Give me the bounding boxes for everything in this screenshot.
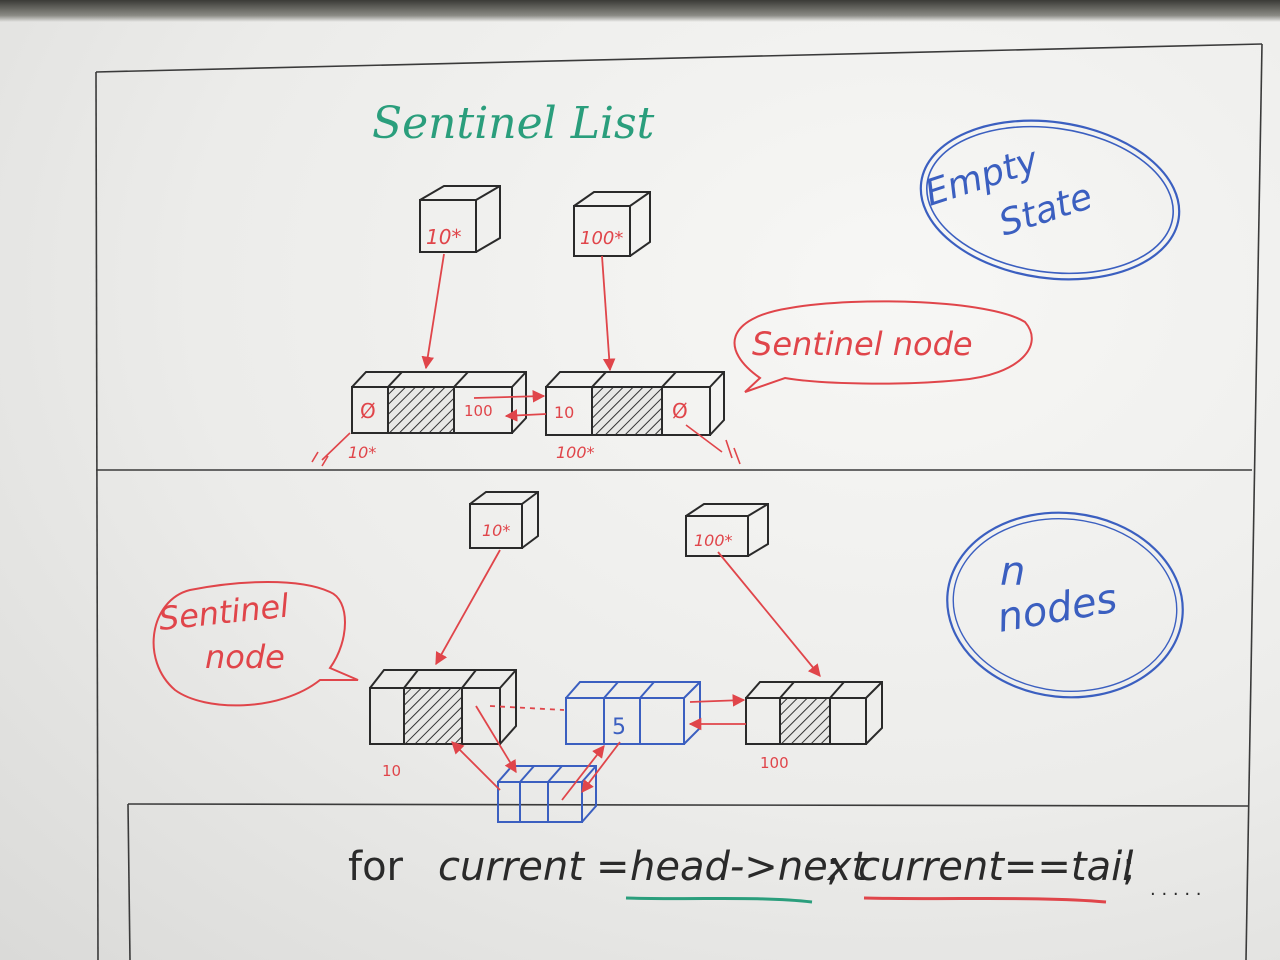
- bottom-tail-pointer-arrow: [717, 551, 821, 677]
- condition-underline: [863, 896, 1107, 904]
- top-head-pointer-arrow: [421, 253, 445, 370]
- new-to-middle-arrow: [561, 745, 605, 801]
- top-tail-sentinel-node: 10 Ø 100*: [545, 371, 741, 465]
- head-to-new-arrow: [475, 705, 517, 774]
- bottom-tail-pointer-value: 100*: [694, 531, 733, 550]
- head-next-underline: [625, 896, 813, 904]
- top-tail-pointer-arrow: [601, 255, 616, 372]
- code-current: current: [438, 844, 585, 890]
- code-dots: · · · · ·: [1150, 884, 1202, 905]
- bottom-head-pointer-arrow: [435, 549, 501, 666]
- inserted-node: [497, 765, 597, 823]
- code-head-next: head->next: [630, 844, 868, 890]
- divider-line-2: [127, 803, 1249, 807]
- top-tail-prev-value: 10: [554, 403, 574, 422]
- bottom-head-pointer-box: 10*: [469, 491, 539, 549]
- top-head-next-value: 100: [464, 402, 493, 420]
- n-nodes-bubble: n nodes: [946, 511, 1184, 699]
- empty-state-bubble: Empty State: [919, 119, 1181, 281]
- top-head-pointer-value: 10*: [426, 225, 461, 249]
- bottom-arrows: [435, 549, 821, 801]
- diagram-title: Sentinel List: [372, 98, 655, 149]
- inner-left-line: [127, 803, 131, 960]
- bottom-sentinel-callout: Sentinel node: [152, 581, 359, 707]
- bottom-head-sentinel-node: 10: [369, 669, 517, 780]
- top-tail-pointer-value: 100*: [580, 228, 623, 249]
- top-next-arrow: [473, 390, 546, 403]
- frame: [95, 43, 1263, 960]
- top-head-prev-value: Ø: [360, 399, 376, 423]
- top-head-pointer-box: 10*: [419, 185, 501, 253]
- middle-data-node: 5: [565, 681, 701, 745]
- top-sentinel-callout: Sentinel node: [733, 300, 1033, 393]
- old-link-dashed: [489, 705, 565, 711]
- bottom-head-node-address: 10: [382, 762, 401, 780]
- top-tail-next-value: Ø: [672, 399, 688, 423]
- code-eq: =: [596, 844, 630, 890]
- top-head-node-address: 10*: [348, 443, 376, 462]
- top-prev-arrow: [504, 409, 547, 422]
- bottom-tail-sentinel-node: 100: [745, 681, 883, 772]
- middle-to-tail-arrow: [689, 694, 746, 707]
- code-for: for: [348, 844, 404, 890]
- bottom-callout-line1: Sentinel: [157, 587, 291, 638]
- middle-to-new-arrow: [581, 741, 621, 794]
- top-arrows: [421, 253, 616, 422]
- code-condition: current==tail: [858, 844, 1133, 890]
- top-tail-node-address: 100*: [556, 443, 595, 462]
- top-head-sentinel-node: Ø 100 10*: [311, 371, 527, 467]
- bottom-tail-node-address: 100: [760, 754, 789, 772]
- code-semicolon-2: ;: [1122, 844, 1135, 890]
- middle-node-value: 5: [612, 715, 626, 740]
- frame-left-line: [95, 71, 99, 960]
- bottom-callout-line2: node: [205, 638, 285, 676]
- n-nodes-line1: n: [1000, 549, 1025, 595]
- bottom-tail-pointer-box: 100*: [685, 503, 769, 557]
- frame-right-line: [1245, 43, 1263, 960]
- frame-top-line: [95, 43, 1263, 73]
- top-callout-text: Sentinel node: [752, 325, 973, 363]
- bottom-head-pointer-value: 10*: [482, 521, 510, 540]
- code-semicolon-1: ;: [826, 844, 839, 890]
- board-top-edge: [0, 0, 1280, 22]
- top-tail-pointer-box: 100*: [573, 191, 651, 257]
- new-to-head-arrow: [451, 741, 501, 791]
- loop-code: for current = head->next ; current==tail…: [348, 844, 1202, 905]
